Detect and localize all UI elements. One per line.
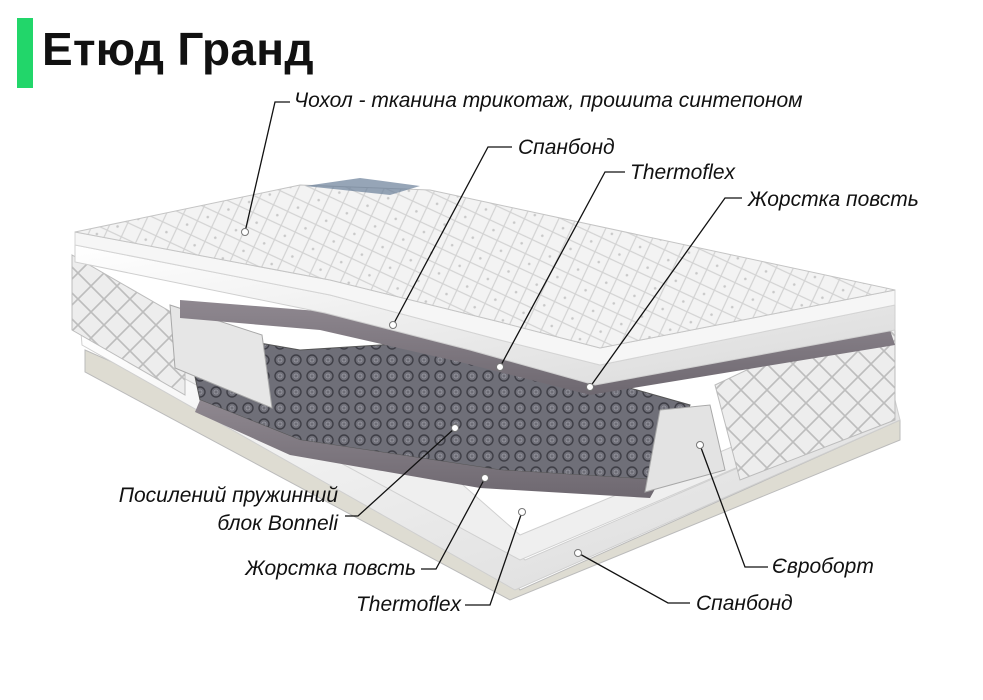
left-side-panel xyxy=(71,254,186,396)
leader-felt-bottom xyxy=(421,477,486,570)
page-title: Етюд Гранд xyxy=(42,23,314,75)
leader-spunbond-bottom xyxy=(577,552,690,604)
cover-tag xyxy=(305,178,420,195)
label-spunbond-top: Спанбонд xyxy=(518,136,615,159)
leader-thermoflex-top xyxy=(499,171,625,368)
leader-dots xyxy=(241,228,704,557)
label-spunbond-bottom: Спанбонд xyxy=(696,592,793,615)
euroframe-left xyxy=(169,304,273,409)
top-felt-layer xyxy=(180,300,895,395)
euroframe-right xyxy=(644,404,726,493)
label-felt-top: Жорстка повсть xyxy=(748,188,919,211)
title-accent-bar xyxy=(17,18,33,88)
leader-thermoflex-bottom xyxy=(465,511,523,606)
leader-spunbond-top xyxy=(392,146,512,326)
label-euroframe: Євроборт xyxy=(772,555,874,578)
leader-lines xyxy=(244,101,768,606)
label-spring-line1: Посилений пружинний xyxy=(118,484,338,507)
felt-under-springs xyxy=(195,400,660,498)
label-felt-bottom: Жорстка повсть xyxy=(245,557,416,580)
leader-felt-top xyxy=(589,197,742,388)
label-spring-line2: блок Bonneli xyxy=(217,512,338,535)
label-thermoflex-bottom: Thermoflex xyxy=(355,593,461,616)
leader-euroframe xyxy=(699,444,768,568)
label-cover: Чохол - тканина трикотаж, прошита синтеп… xyxy=(294,89,803,112)
leader-spring xyxy=(345,427,456,517)
leader-cover xyxy=(244,101,290,233)
label-thermoflex-top: Thermoflex xyxy=(630,161,736,184)
